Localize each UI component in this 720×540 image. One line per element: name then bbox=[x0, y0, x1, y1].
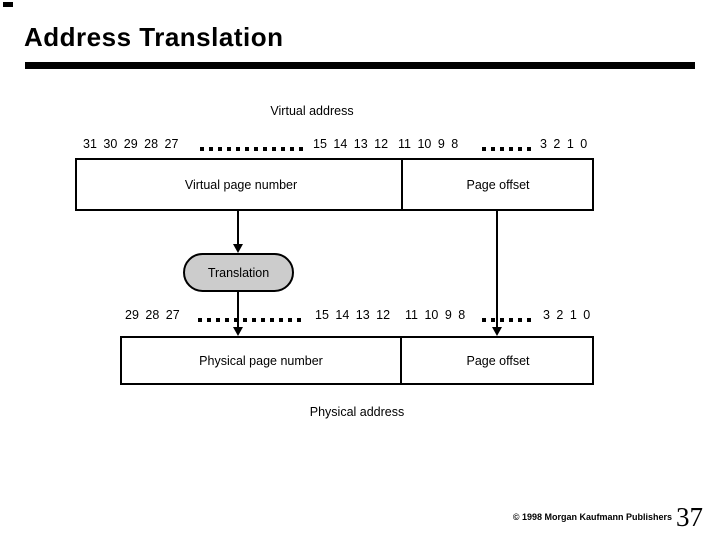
dot bbox=[254, 147, 258, 151]
dot bbox=[234, 318, 238, 322]
dot bbox=[200, 147, 204, 151]
dot bbox=[482, 147, 486, 151]
physical-bits-high: 29 28 27 bbox=[125, 308, 180, 322]
virtual-address-box: Virtual page number Page offset bbox=[75, 158, 594, 211]
dot bbox=[279, 318, 283, 322]
physical-bits-low: 3 2 1 0 bbox=[543, 308, 591, 322]
page-offset-field: Page offset bbox=[466, 353, 530, 368]
translation-label: Translation bbox=[207, 265, 270, 280]
ellipsis-dots bbox=[482, 318, 531, 322]
field-divider bbox=[400, 338, 402, 383]
dot bbox=[263, 147, 267, 151]
physical-bits-mid: 15 14 13 12 bbox=[315, 308, 391, 322]
arrow-line bbox=[237, 211, 239, 245]
arrow-down-icon bbox=[492, 327, 502, 336]
dot bbox=[216, 318, 220, 322]
page-number: 37 bbox=[676, 502, 703, 532]
dot bbox=[299, 147, 303, 151]
dot bbox=[288, 318, 292, 322]
field-divider bbox=[401, 160, 403, 209]
dot bbox=[290, 147, 294, 151]
corner-mark bbox=[3, 2, 13, 7]
dot bbox=[207, 318, 211, 322]
ellipsis-dots bbox=[198, 318, 301, 322]
ellipsis-dots bbox=[200, 147, 303, 151]
dot bbox=[500, 147, 504, 151]
dot bbox=[225, 318, 229, 322]
page-title: Address Translation bbox=[24, 22, 284, 52]
dot bbox=[482, 318, 486, 322]
arrow-line bbox=[237, 292, 239, 328]
dot bbox=[500, 318, 504, 322]
virtual-address-label: Virtual address bbox=[270, 104, 354, 118]
dot bbox=[236, 147, 240, 151]
physical-address-box: Physical page number Page offset bbox=[120, 336, 594, 385]
dot bbox=[227, 147, 231, 151]
dot bbox=[518, 318, 522, 322]
dot bbox=[509, 318, 513, 322]
page-offset-field: Page offset bbox=[466, 177, 530, 192]
dot bbox=[527, 318, 531, 322]
virtual-bits-mid: 15 14 13 12 bbox=[313, 137, 389, 151]
dot bbox=[509, 147, 513, 151]
dot bbox=[261, 318, 265, 322]
arrow-down-icon bbox=[233, 244, 243, 253]
physical-page-number-field: Physical page number bbox=[199, 353, 323, 368]
arrow-down-icon bbox=[233, 327, 243, 336]
dot bbox=[270, 318, 274, 322]
dot bbox=[281, 147, 285, 151]
dot bbox=[252, 318, 256, 322]
virtual-bits-high: 31 30 29 28 27 bbox=[83, 137, 179, 151]
physical-bits-low-high: 11 10 9 8 bbox=[405, 308, 466, 322]
arrow-line bbox=[496, 211, 498, 328]
dot bbox=[491, 147, 495, 151]
dot bbox=[527, 147, 531, 151]
dot bbox=[491, 318, 495, 322]
dot bbox=[243, 318, 247, 322]
title-rule bbox=[25, 62, 695, 69]
dot bbox=[209, 147, 213, 151]
virtual-page-number-field: Virtual page number bbox=[184, 177, 298, 192]
ellipsis-dots bbox=[482, 147, 531, 151]
footer-copyright: © 1998 Morgan Kaufmann Publishers bbox=[512, 512, 672, 522]
virtual-bits-low: 3 2 1 0 bbox=[540, 137, 588, 151]
physical-address-label: Physical address bbox=[309, 405, 405, 419]
dot bbox=[272, 147, 276, 151]
virtual-bits-low-high: 11 10 9 8 bbox=[398, 137, 459, 151]
dot bbox=[245, 147, 249, 151]
dot bbox=[518, 147, 522, 151]
translation-node: Translation bbox=[183, 253, 294, 292]
dot bbox=[218, 147, 222, 151]
dot bbox=[198, 318, 202, 322]
dot bbox=[297, 318, 301, 322]
